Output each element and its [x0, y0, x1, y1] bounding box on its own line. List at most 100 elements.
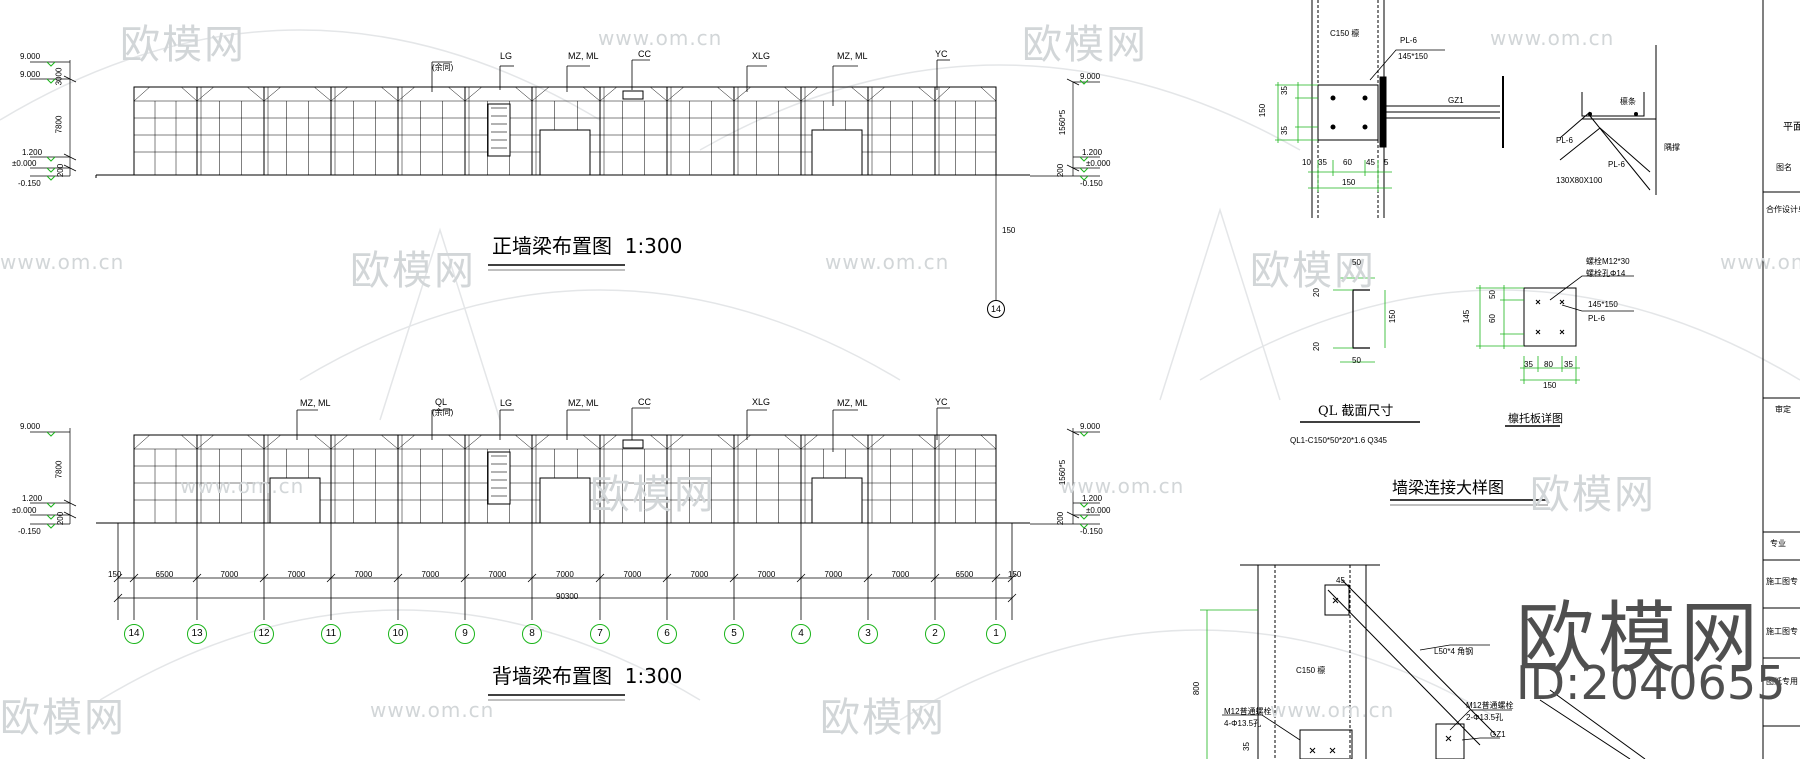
watermark-url: www.om.cn	[370, 698, 494, 722]
back-lg-label: LG	[500, 398, 513, 408]
front-mzml2-label: MZ, ML	[837, 51, 868, 61]
d1-dim-150v: 150	[1258, 103, 1268, 118]
d1-pl-label: PL-6	[1400, 36, 1417, 45]
detail4-leaders	[1549, 275, 1634, 312]
d1-dim-45: 45	[1366, 158, 1375, 167]
detail5-bolts	[1309, 597, 1452, 754]
watermark-url: www.om.cn	[825, 250, 949, 274]
back-right-level-3: ±0.000	[1086, 506, 1111, 515]
wall-brace	[314, 86, 332, 102]
wall-brace	[196, 434, 214, 450]
axis-bubble: 14	[124, 624, 144, 644]
title-block-frame	[1762, 0, 1800, 759]
front-level-1: 9.000	[20, 52, 41, 61]
front-right-level-2: 1.200	[1082, 148, 1103, 157]
back-dimension-label: 7000	[623, 570, 642, 579]
wall-brace	[599, 86, 617, 102]
watermark-url: www.om.cn	[1270, 698, 1394, 722]
back-dimension-label: 7000	[421, 570, 440, 579]
title-block-t4: 审定	[1775, 405, 1791, 414]
d1-c150-label: C150 檩	[1330, 29, 1360, 38]
front-right-level-4: -0.150	[1080, 179, 1103, 188]
dimension-tick	[460, 573, 470, 583]
wall-brace	[800, 86, 818, 102]
dimension-tick	[991, 573, 1001, 583]
wall-brace	[980, 434, 997, 450]
back-level-3: ±0.000	[12, 506, 37, 515]
d5-l50: L50*4 角钢	[1434, 647, 1474, 656]
d2-pl-a: PL-6	[1556, 136, 1573, 145]
dimension-tick	[326, 573, 336, 583]
d5-dim-45: 45	[1336, 576, 1345, 585]
title-block-t6: 施工图专	[1766, 577, 1798, 586]
front-level-5: -0.150	[18, 179, 41, 188]
watermark-url: www.om.cn	[0, 250, 124, 274]
axis-bubble: 1	[986, 624, 1006, 644]
title-block-t7: 施工图专	[1766, 627, 1798, 636]
watermark-url: www.om.cn	[1490, 26, 1614, 50]
back-wall-title-text: 背墙梁布置图	[492, 664, 612, 688]
d5-gz: GZ1	[1490, 730, 1506, 739]
front-right-level-1: 9.000	[1080, 72, 1101, 81]
axis-bubble: 3	[858, 624, 878, 644]
back-dimension-ticks	[113, 523, 1017, 620]
wall-brace	[650, 434, 668, 450]
front-dim-200: 200	[56, 163, 66, 178]
front-leaders	[431, 59, 950, 106]
back-total-dim: 90300	[556, 592, 579, 601]
front-xlg-label: XLG	[752, 51, 771, 61]
dimension-tick	[192, 573, 202, 583]
dimension-tick	[662, 573, 672, 583]
back-dimension-label: 7000	[757, 570, 776, 579]
d4-pl: PL-6	[1588, 314, 1605, 323]
back-ql-label: QL	[435, 397, 448, 407]
wall-brace	[582, 86, 601, 102]
watermark-cn-text: 欧模网	[1022, 22, 1148, 68]
watermark-cn-text: 欧模网	[1250, 248, 1376, 294]
d4-dim-150: 150	[1543, 381, 1557, 390]
back-dimension-label: 150	[108, 570, 122, 579]
wall-brace	[330, 86, 348, 102]
wall-brace	[851, 434, 869, 450]
detail5-leaders	[1222, 644, 1512, 741]
d4-dim-50a: 50	[1487, 290, 1497, 299]
watermark-url: www.om.cn	[598, 26, 722, 50]
wall-brace	[784, 86, 802, 102]
title-block-t5: 专业	[1770, 539, 1786, 548]
dimension-tick	[129, 573, 139, 583]
back-right-level-2: 1.200	[1082, 494, 1103, 503]
d5-dim-35: 35	[1241, 742, 1251, 751]
wall-brace	[464, 434, 482, 450]
back-left-level-marks	[46, 431, 56, 529]
wall-brace	[666, 86, 684, 102]
front-dim-3000: 3000	[54, 67, 64, 86]
axis-bubble: 8	[522, 624, 542, 644]
back-level-4: -0.150	[18, 527, 41, 536]
d4-dim-145: 145	[1462, 309, 1472, 324]
dimension-tick	[259, 573, 269, 583]
d3-dim-20b: 20	[1311, 342, 1321, 351]
back-dimension-chain	[118, 577, 1012, 599]
wall-brace	[599, 434, 617, 450]
detail5-dims	[1200, 609, 1258, 759]
front-yc-label: YC	[935, 49, 948, 59]
front-wall-openings	[487, 90, 863, 176]
dimension-tick	[595, 573, 605, 583]
d4-title: 檩托板详图	[1508, 412, 1563, 425]
front-right-dim-200: 200	[1056, 163, 1066, 178]
watermark-big-logo: 欧模网	[1516, 594, 1763, 684]
front-mzml-label: MZ, ML	[568, 51, 599, 61]
axis-bubble: 12	[254, 624, 274, 644]
wall-brace	[381, 86, 399, 102]
back-mzml3-label: MZ, ML	[837, 398, 868, 408]
wall-brace	[934, 86, 951, 102]
wall-brace	[867, 434, 885, 450]
detail3-section	[1352, 289, 1370, 349]
watermark-url-text: www.om.cn	[1060, 474, 1185, 498]
wall-brace	[666, 434, 684, 450]
watermark-url-text: www.om.cn	[370, 698, 495, 722]
d5-bolt-b2: 2-Φ13.5孔	[1466, 713, 1504, 722]
dimension-tick	[527, 573, 537, 583]
wall-brace	[247, 434, 265, 450]
